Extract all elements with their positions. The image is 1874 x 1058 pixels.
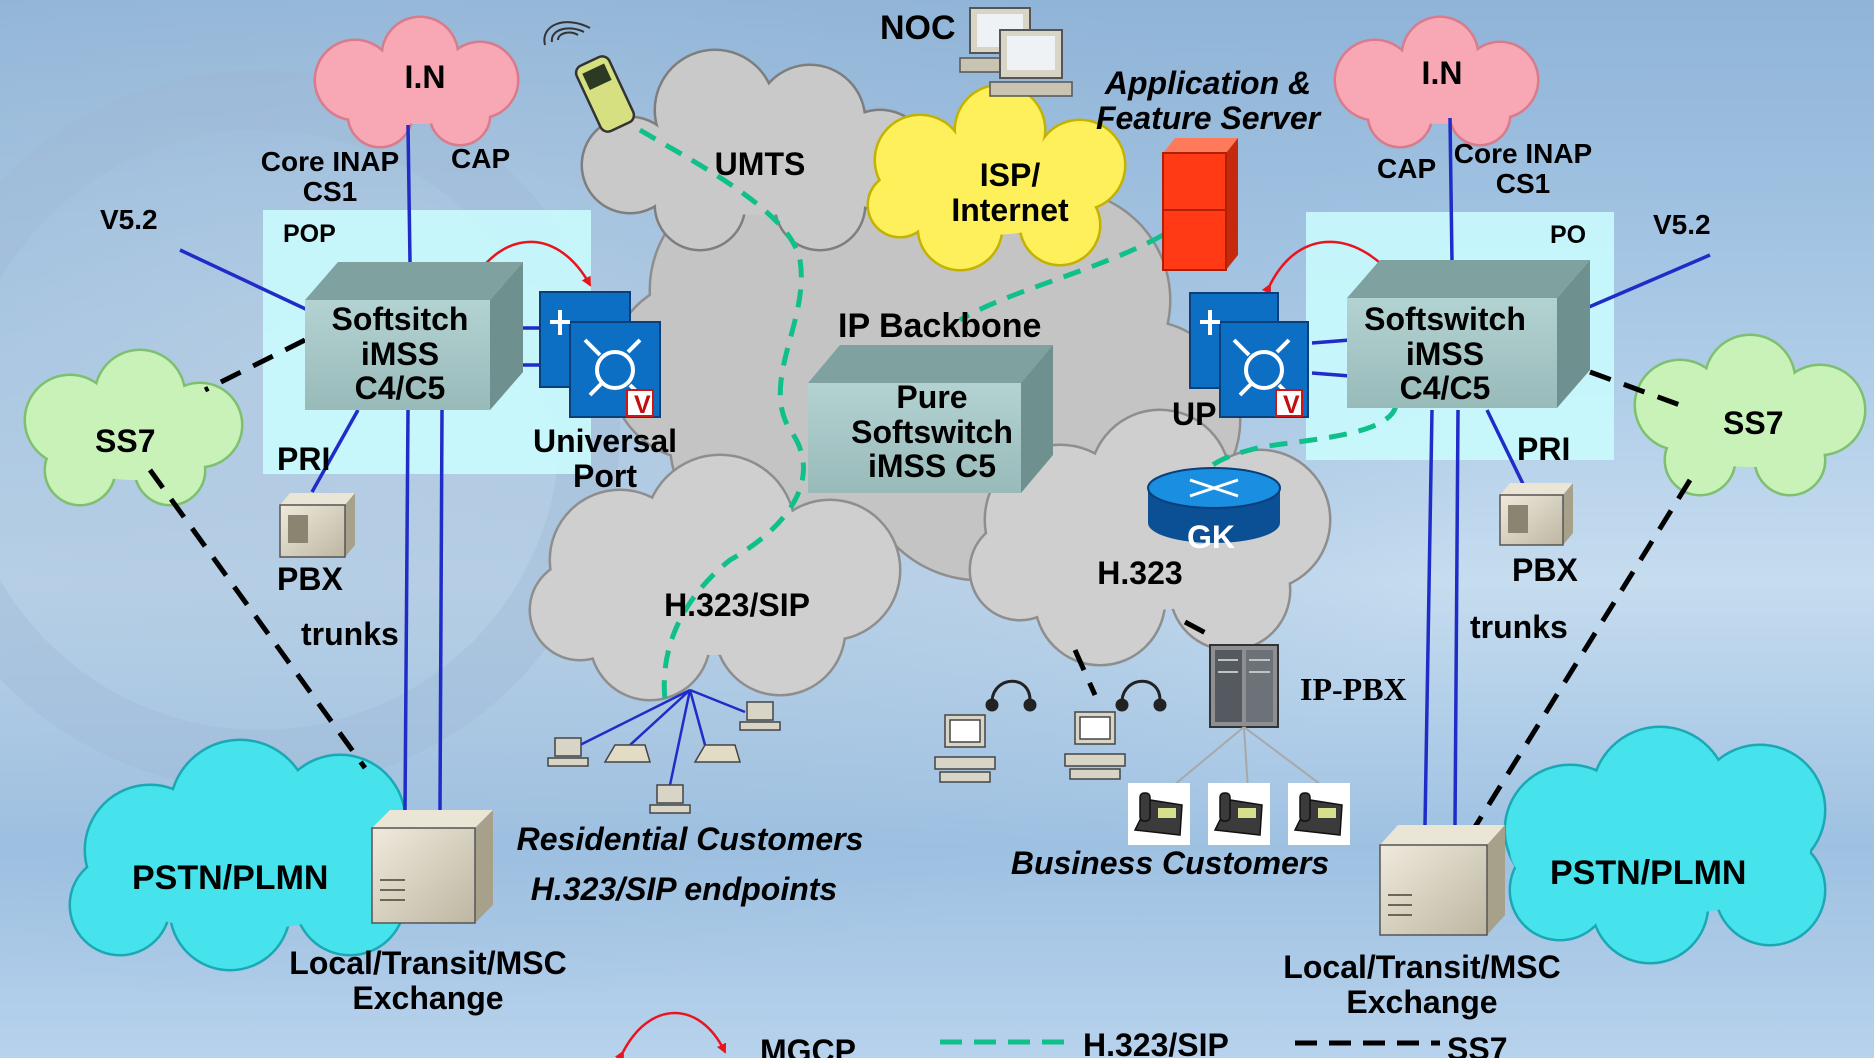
ss7-right-label: SS7: [1723, 405, 1784, 441]
ss7-links: [147, 337, 1693, 837]
universal-port-router-icon: [539, 291, 661, 418]
v-badge-right-label: V: [1283, 391, 1300, 419]
ss7-cloud-right: [1633, 333, 1867, 497]
legend-mgcp-arrow: [614, 1011, 727, 1058]
core-inap-left-label: Core INAP CS1: [260, 146, 400, 208]
pbx-right-label: PBX: [1512, 552, 1578, 588]
softswitch-box-left: [305, 262, 523, 410]
umts-cloud-label: UMTS: [714, 146, 806, 182]
mobile-phone-icon: [543, 21, 636, 133]
up-router-icon: [1189, 292, 1309, 418]
ss7-cloud-left: [23, 348, 244, 507]
business-label: Business Customers: [1010, 845, 1330, 881]
h323-sip-links: [638, 127, 1399, 701]
residential-phone-icon: [603, 744, 742, 763]
cap-right-label: CAP: [1377, 153, 1437, 184]
softswitch-left-label: Softsitch iMSS C4/C5: [331, 301, 469, 407]
pure-softswitch-box: [808, 345, 1053, 493]
in-cloud-left-label: I.N: [404, 59, 446, 95]
exchange-left-label: Local/Transit/MSC Exchange: [289, 945, 567, 1016]
residential-endpoint-links: [579, 688, 746, 786]
residential-label: Residential Customers: [516, 821, 864, 857]
app-server-label: Application & Feature Server: [1095, 65, 1321, 136]
h323-cloud-label: H.323: [1097, 555, 1183, 591]
in-cloud-left: [313, 15, 520, 149]
ss7-left-label: SS7: [95, 423, 156, 459]
up-label: UP: [1172, 396, 1217, 432]
pbx-icon-left: [279, 493, 355, 558]
pbx-left-label: PBX: [277, 561, 343, 597]
trunks-right-label: trunks: [1470, 609, 1568, 645]
residential-pc-icon: [547, 701, 781, 814]
noc-computer-icon: [959, 7, 1073, 97]
exchange-right-label: Local/Transit/MSC Exchange: [1283, 949, 1561, 1020]
core-inap-right-label: Core INAP CS1: [1453, 138, 1593, 200]
exchange-server-icon-left: [371, 810, 493, 924]
pure-softswitch-label: Pure Softswitch iMSS C5: [851, 379, 1013, 485]
noc-label: NOC: [880, 9, 956, 47]
pop-right-label: PO P: [1550, 222, 1587, 252]
gatekeeper-router-icon: [1147, 467, 1281, 543]
ip-phone-icon: [1128, 783, 1350, 845]
blue-links: [179, 117, 1711, 826]
gk-label: GK: [1187, 519, 1235, 555]
pop-left-label: POP: [283, 220, 336, 248]
pstn-right-label: PSTN/PLMN: [1550, 854, 1747, 892]
pri-right-label: PRI: [1517, 431, 1571, 467]
residential-sub-label: H.323/SIP endpoints: [530, 871, 838, 907]
softswitch-box-right: [1347, 260, 1590, 408]
headset-icon: [985, 679, 1167, 712]
v52-left-label: V5.2: [100, 204, 158, 235]
ip-pbx-phone-links: [1167, 726, 1329, 791]
pstn-cloud-right: [1503, 725, 1827, 965]
in-cloud-right: [1333, 15, 1540, 149]
pri-left-label: PRI: [277, 441, 331, 477]
softswitch-right-label: Softswitch iMSS C4/C5: [1364, 301, 1526, 407]
umts-cloud: [580, 48, 932, 252]
trunks-left-label: trunks: [301, 616, 399, 652]
universal-port-label: Universal Port: [532, 423, 678, 494]
ip-pbx-label: IP-PBX: [1300, 671, 1407, 707]
isp-cloud-label: ISP/ Internet: [951, 157, 1069, 228]
h323-sip-cloud-label: H.323/SIP: [664, 587, 810, 623]
legend-mgcp-label: MGCP: [760, 1033, 856, 1058]
v52-right-label: V5.2: [1653, 209, 1711, 240]
isp-internet-cloud: [866, 83, 1127, 272]
exchange-server-icon-right: [1379, 825, 1505, 936]
in-cloud-right-label: I.N: [1421, 55, 1463, 91]
business-pc-icon: [934, 711, 1126, 783]
legend-h323sip-label: H.323/SIP: [1083, 1027, 1229, 1058]
pstn-left-label: PSTN/PLMN: [132, 859, 329, 897]
h323-sip-cloud: [528, 453, 902, 702]
ip-pbx-icon: [1209, 644, 1279, 728]
v-badge-left-label: V: [634, 391, 651, 419]
application-server-icon: [1162, 138, 1238, 271]
legend-ss7-label: SS7: [1447, 1031, 1508, 1058]
cap-left-label: CAP: [451, 143, 511, 174]
pbx-icon-right: [1499, 483, 1573, 546]
ip-backbone-label: IP Backbone: [838, 307, 1042, 345]
